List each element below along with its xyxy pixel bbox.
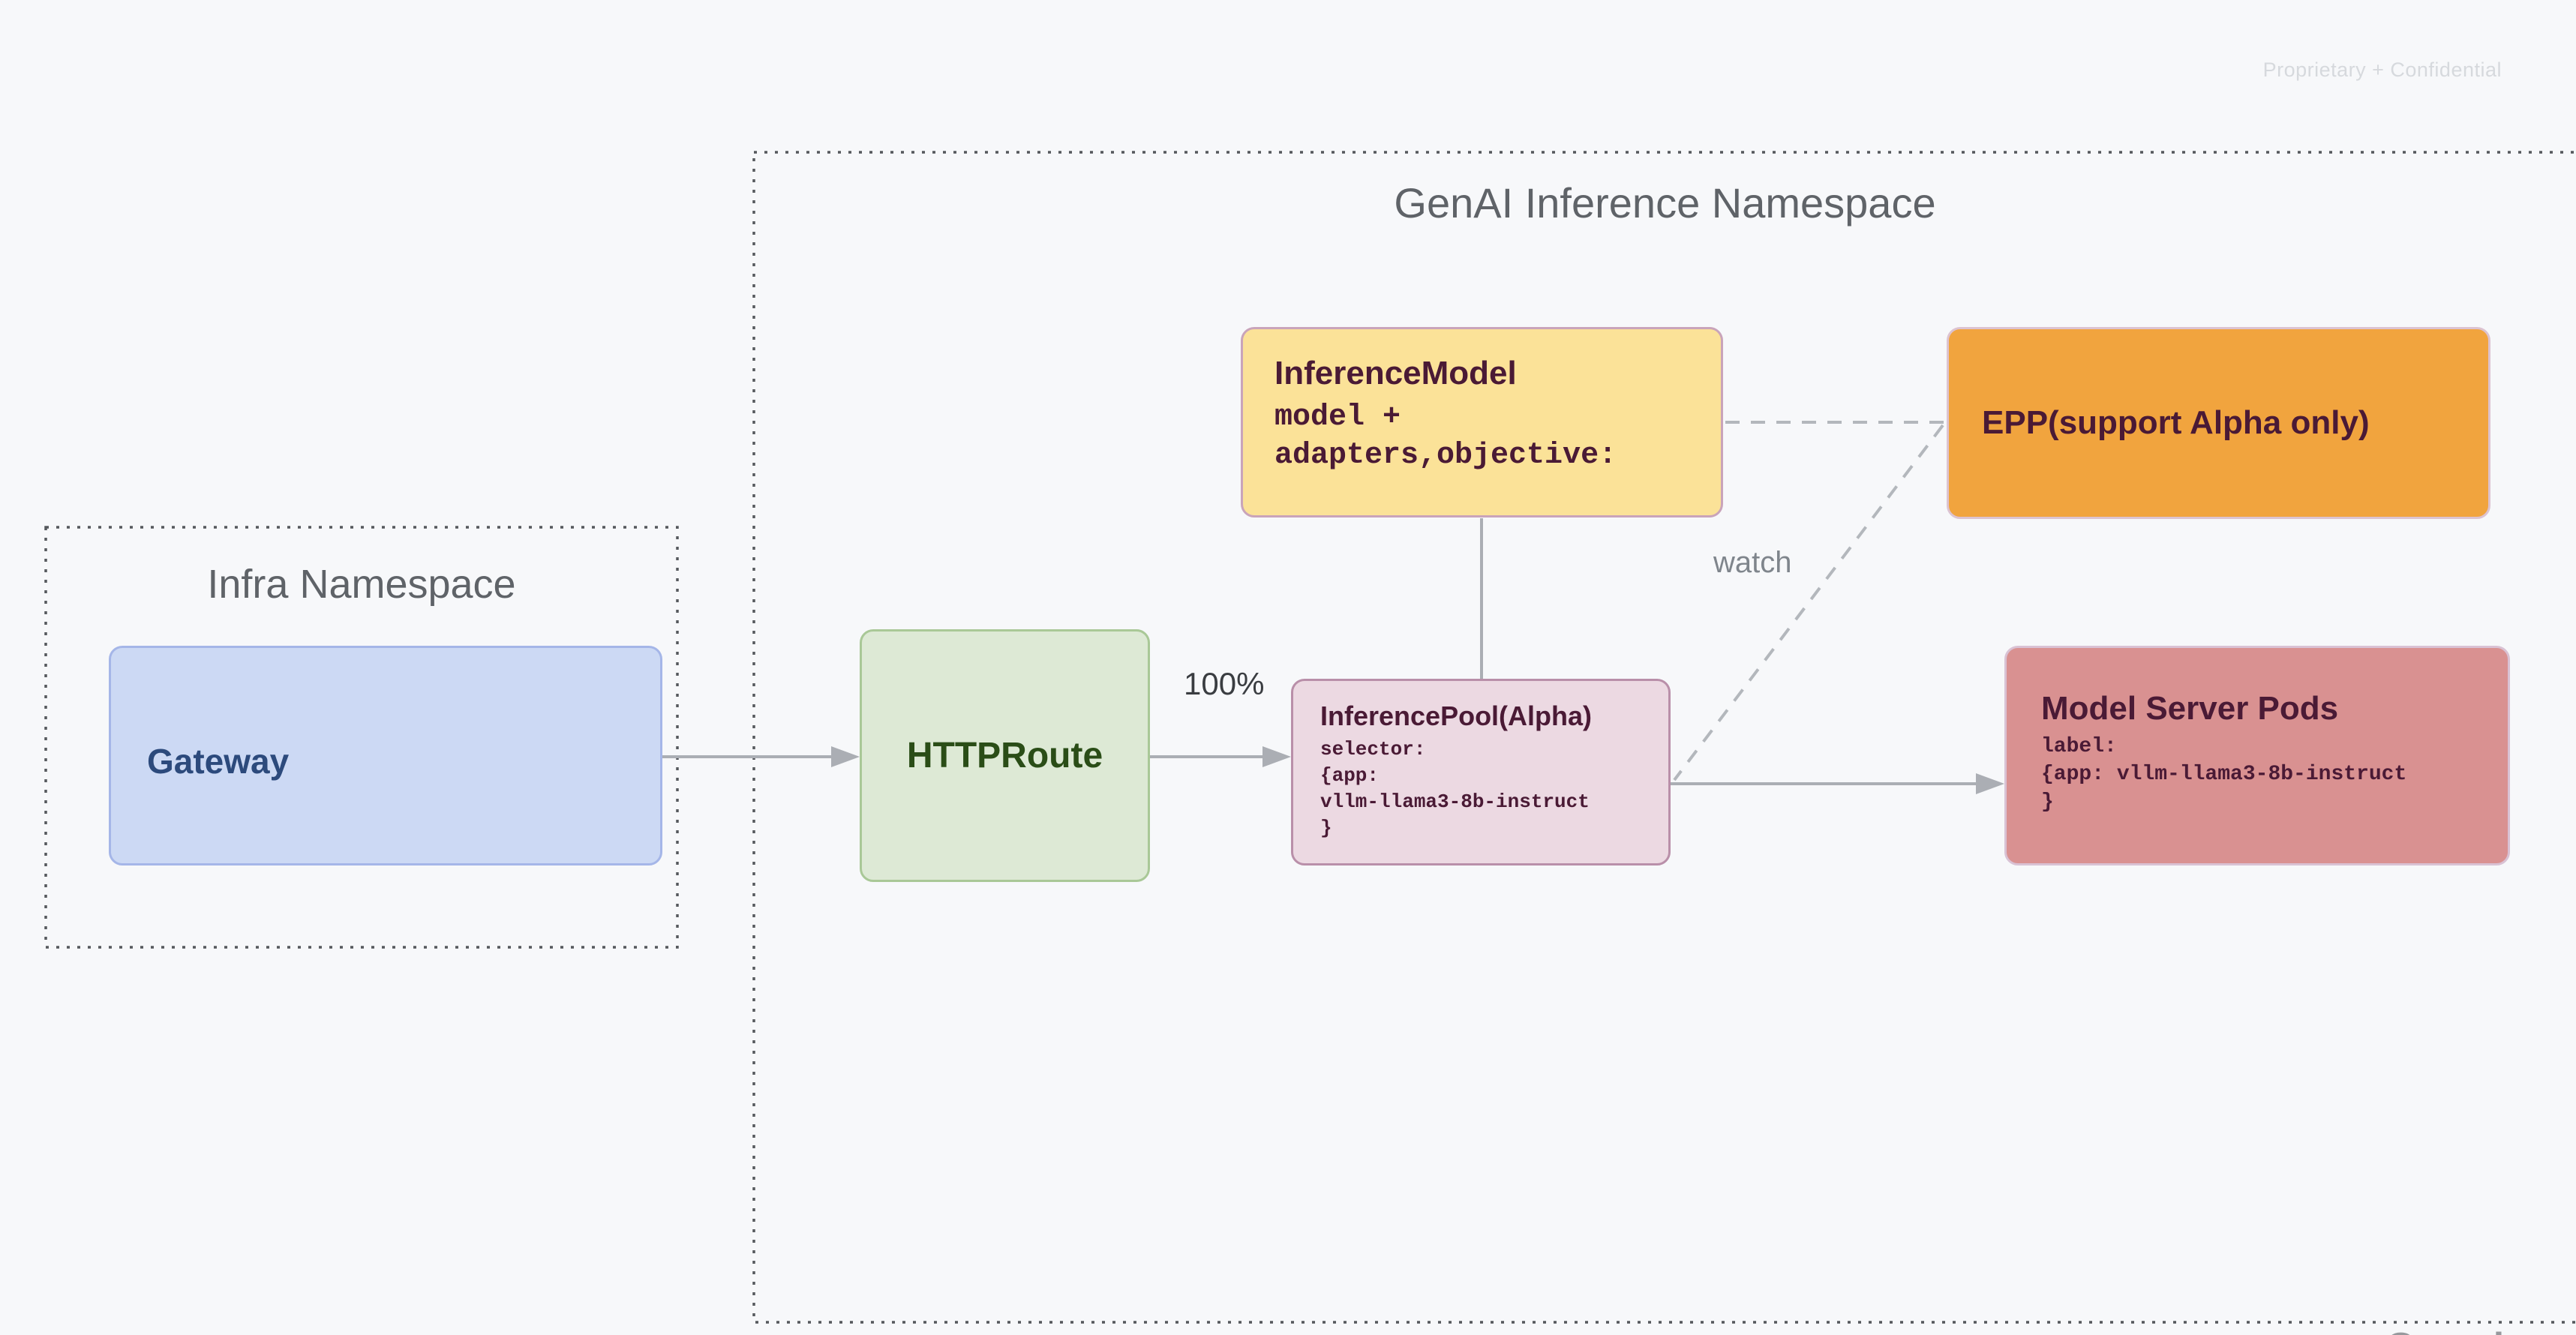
modelserverpods-node: Model Server Pods label: {app: vllm-llam… — [2004, 646, 2510, 866]
gateway-node: Gateway — [109, 646, 662, 866]
httproute-title: HTTPRoute — [906, 736, 1103, 776]
infra-namespace-title: Infra Namespace — [207, 562, 516, 607]
watch-label: watch — [1713, 546, 1792, 579]
modelserverpods-label-text: label: {app: vllm-llama3-8b-instruct } — [2041, 735, 2407, 814]
route-weight-label: 100% — [1184, 666, 1265, 701]
edge-inferencepool-to-epp-watch-dashed — [1673, 424, 1944, 782]
httproute-node: HTTPRoute — [860, 629, 1150, 882]
epp-node: EPP(support Alpha only) — [1947, 327, 2490, 519]
inferencepool-node: InferencePool(Alpha) selector: {app: vll… — [1291, 679, 1671, 866]
google-logo: Google — [2385, 1324, 2529, 1335]
inferencemodel-spec-text: model + adapters,objective: — [1274, 400, 1617, 473]
epp-title: EPP(support Alpha only) — [1982, 404, 2370, 441]
inferencepool-title: InferencePool(Alpha) — [1320, 700, 1593, 731]
infra-namespace-border — [44, 526, 679, 949]
modelserverpods-title: Model Server Pods — [2041, 690, 2339, 727]
inferencemodel-node: InferenceModel model + adapters,objectiv… — [1241, 327, 1723, 518]
inferencepool-selector-text: selector: {app: vllm-llama3-8b-instruct … — [1320, 738, 1590, 840]
genai-namespace-title: GenAI Inference Namespace — [1394, 179, 1936, 226]
inferencemodel-title: InferenceModel — [1274, 355, 1517, 392]
watermark-text: Proprietary + Confidential — [2262, 58, 2502, 81]
gateway-title: Gateway — [147, 741, 290, 781]
genai-namespace-border — [752, 151, 2576, 1324]
